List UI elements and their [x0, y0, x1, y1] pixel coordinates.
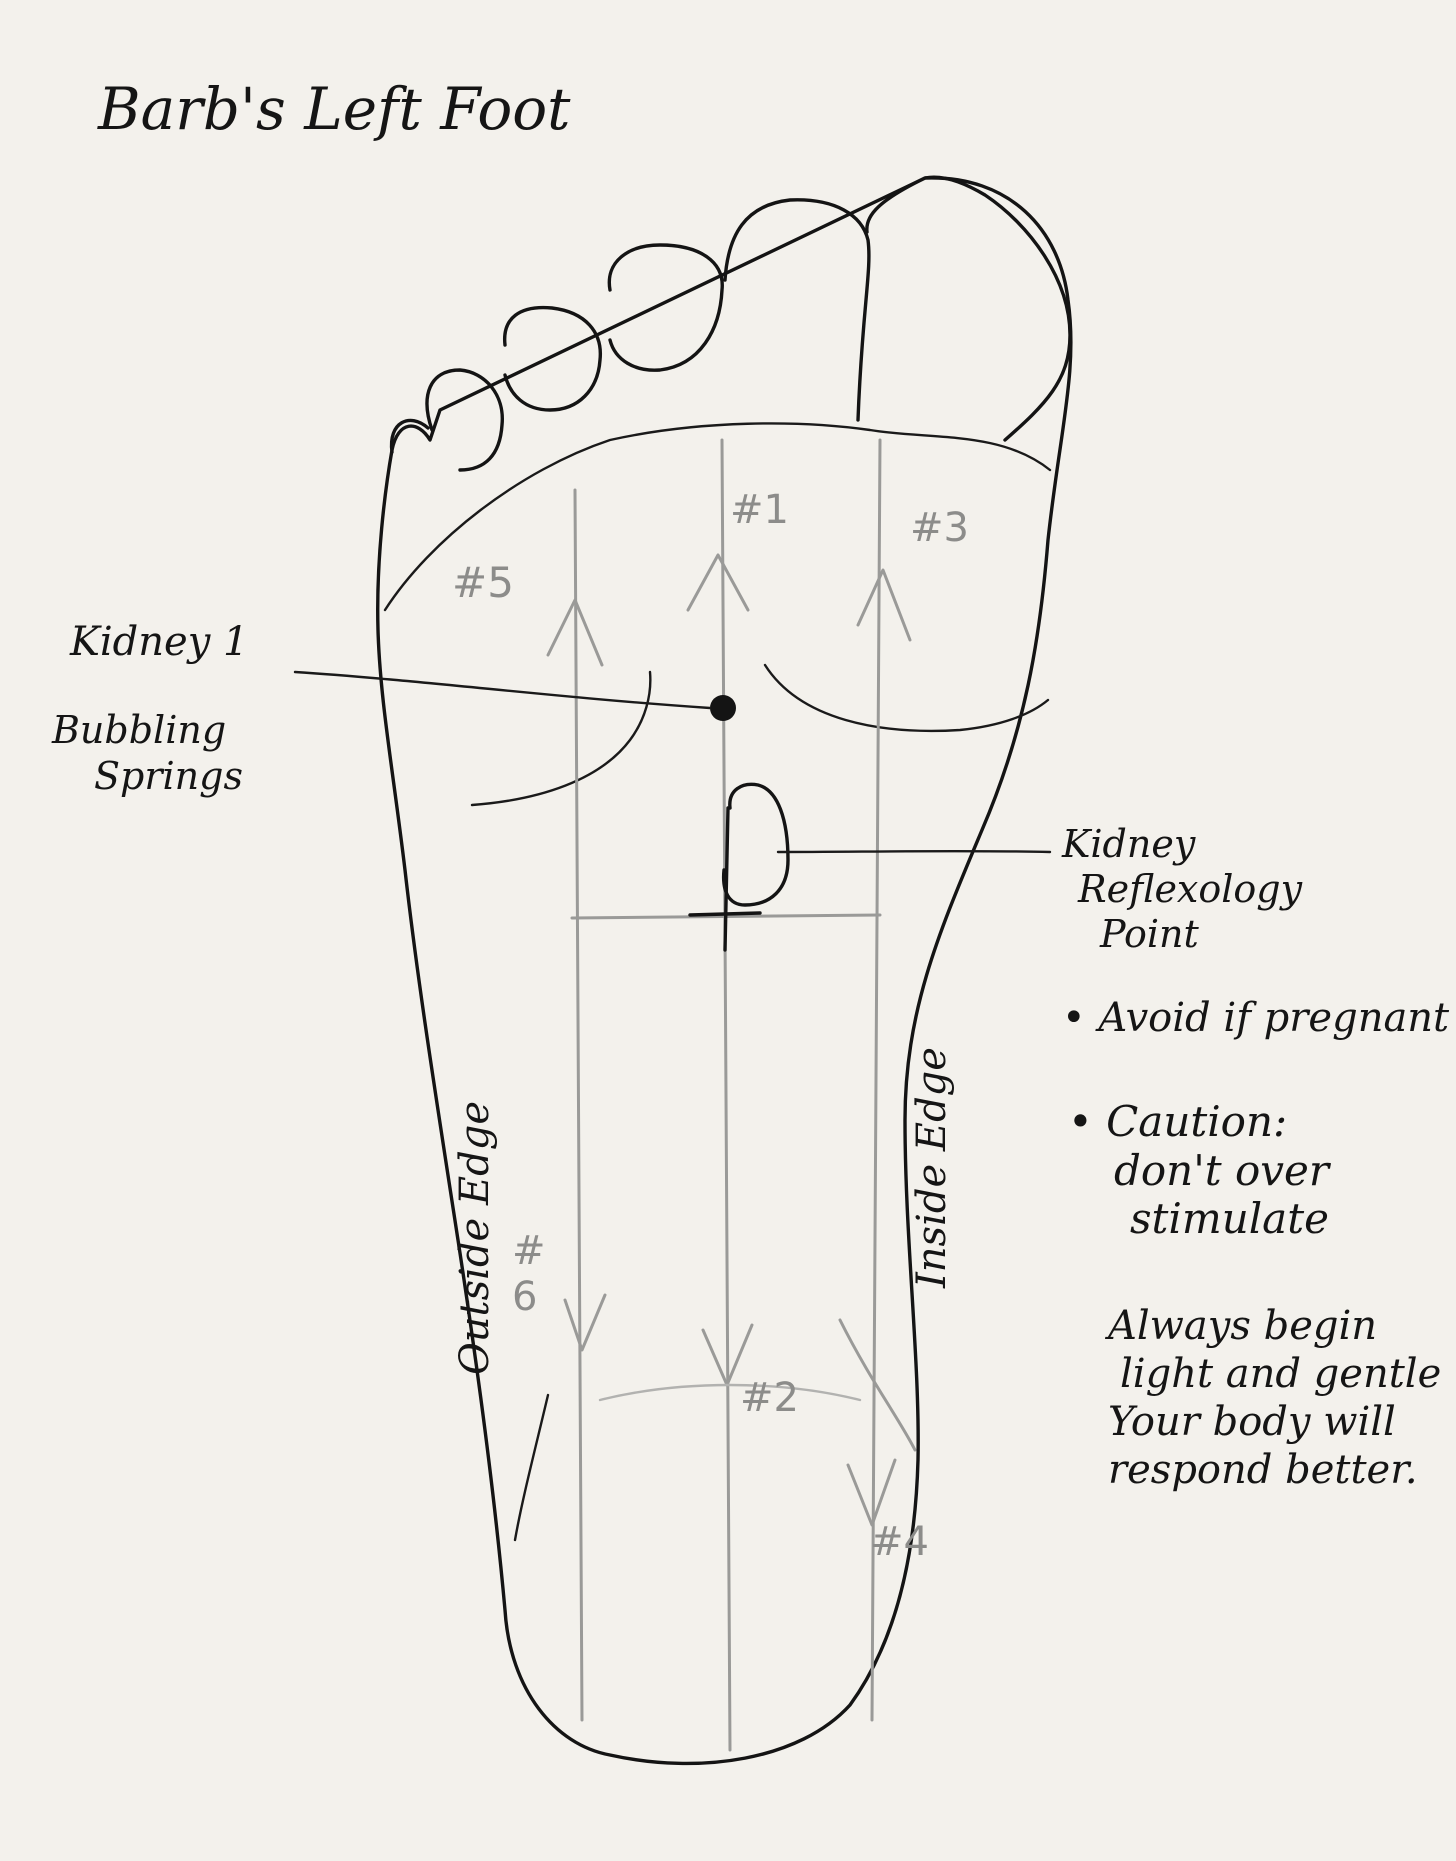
toe-second-outline	[723, 198, 871, 422]
kidney-reflex-outline	[721, 782, 790, 907]
closing-line-1: Always begin	[1108, 1303, 1378, 1349]
toe-fifth-outline	[425, 368, 504, 472]
note-caution: • Caution: don't over stimulate	[1068, 1097, 1329, 1244]
path-line-4	[870, 438, 882, 1722]
outside-edge-label: Outside Edge	[452, 1100, 498, 1375]
toe-third-outline	[607, 243, 724, 372]
path-label-6-hash: #	[512, 1228, 546, 1274]
arrow-down-4	[846, 1458, 897, 1527]
arrow-up-3	[856, 568, 912, 642]
inside-edge-label: Inside Edge	[909, 1047, 955, 1288]
ball-lower-curve	[763, 663, 1050, 733]
ball-left-curve	[470, 670, 652, 807]
caution-line-3: stimulate	[1130, 1194, 1329, 1244]
heel-outside-stroke	[513, 1393, 550, 1542]
caution-heading: Caution:	[1106, 1097, 1288, 1146]
path-label-4: #4	[870, 1519, 929, 1565]
kidney-reflex-leader	[776, 849, 1052, 854]
closing-line-2: light and gentle	[1120, 1351, 1442, 1397]
kidney-1-label: Kidney 1	[70, 619, 249, 665]
ball-crease-line	[383, 422, 1052, 612]
springs-word: Springs	[94, 753, 243, 798]
closing-line-4: respond better.	[1108, 1447, 1418, 1493]
reflexology-word: Reflexology	[1078, 866, 1303, 911]
bullet-dot-icon: •	[1068, 1097, 1093, 1146]
heel-inside-stroke	[838, 1318, 917, 1452]
page-title: Barb's Left Foot	[98, 75, 571, 143]
bubbling-springs-label: Bubbling Springs	[52, 708, 243, 799]
point-word: Point	[1100, 911, 1199, 956]
path-label-6: # 6	[512, 1228, 546, 1320]
kidney-reflex-tick	[688, 911, 762, 917]
kidney-reflexology-label: Kidney Reflexology Point	[1062, 822, 1302, 956]
bubbling-word: Bubbling	[52, 708, 227, 752]
arrow-up-5	[546, 598, 604, 667]
path-label-3: #3	[910, 505, 969, 551]
note-avoid-pregnant: • Avoid if pregnant	[1062, 998, 1449, 1038]
avoid-text: Avoid if pregnant	[1098, 995, 1450, 1041]
kidney-1-point	[710, 695, 736, 721]
path-line-center	[720, 438, 732, 1752]
path-label-5: #5	[452, 558, 514, 607]
path-label-6-number: 6	[512, 1274, 538, 1320]
kidney-reflex-stem	[723, 806, 730, 952]
heel-arc	[598, 1383, 862, 1402]
arrow-up-1	[686, 553, 750, 612]
kidney-word: Kidney	[1062, 822, 1196, 866]
toe-fourth-outline	[503, 305, 602, 412]
kidney-1-leader	[293, 670, 712, 710]
path-label-2: #2	[740, 1375, 799, 1421]
path-label-1: #1	[730, 487, 789, 533]
little-toe-tip	[389, 418, 430, 454]
foot-outline	[376, 176, 1073, 1766]
path-line-6	[573, 488, 584, 1722]
note-closing: Always begin light and gentle Your body …	[1108, 1302, 1441, 1494]
bullet-dot-icon: •	[1062, 995, 1086, 1041]
big-toe-outline	[865, 175, 1072, 442]
arrow-down-6	[563, 1293, 607, 1352]
closing-line-3: Your body will	[1108, 1399, 1396, 1445]
caution-line-2: don't over	[1114, 1145, 1329, 1195]
